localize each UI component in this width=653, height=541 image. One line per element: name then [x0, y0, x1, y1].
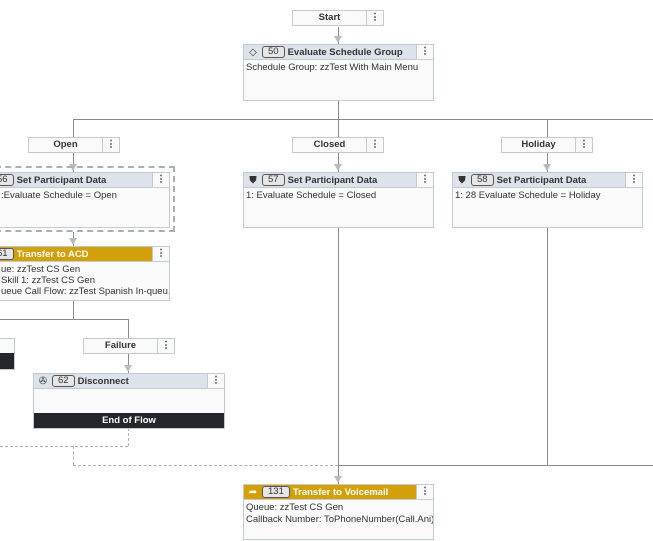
path-label: Open [53, 139, 78, 150]
partial-node[interactable] [0, 338, 15, 370]
transfer-icon: ➦ [248, 486, 258, 498]
more-options-icon[interactable]: ⋮ [157, 339, 174, 353]
arrow-icon [69, 238, 77, 245]
database-icon: ⛊ [458, 174, 466, 186]
transfer-to-acd-node[interactable]: 61Transfer to ACD ⋮ ue: zzTest CS Gen Ski… [0, 246, 170, 301]
more-options-icon[interactable]: ⋮ [625, 173, 642, 187]
start-node[interactable]: Start ⋮ [292, 10, 384, 26]
node-number: 61 [0, 248, 14, 260]
more-options-icon[interactable]: ⋮ [575, 138, 592, 152]
connector [73, 446, 74, 465]
set-participant-data-node-56[interactable]: 56Set Participant Data ⋮ :Evaluate Schedu… [0, 172, 170, 228]
node-number: 131 [262, 486, 290, 498]
node-detail: ue: zzTest CS Gen [1, 264, 81, 275]
node-number: 56 [0, 174, 14, 186]
node-title: Disconnect [77, 375, 129, 387]
more-options-icon[interactable]: ⋮ [416, 173, 433, 187]
more-options-icon[interactable]: ⋮ [416, 485, 433, 499]
arrow-icon [334, 36, 342, 43]
diamond-icon: ◇ [249, 46, 257, 58]
node-detail: ueue Call Flow: zzTest Spanish In-queu..… [1, 286, 169, 297]
node-title: Transfer to Voicemail [292, 486, 389, 498]
more-options-icon[interactable]: ⋮ [152, 173, 169, 187]
arrow-icon [334, 476, 342, 483]
more-options-icon[interactable]: ⋮ [366, 11, 383, 25]
node-detail: 1: 28 Evaluate Schedule = Holiday [455, 190, 601, 201]
path-label: Failure [104, 340, 137, 351]
end-of-flow-bar: End of Flow [34, 413, 224, 428]
more-options-icon[interactable]: ⋮ [416, 45, 433, 59]
node-number: 58 [471, 174, 494, 186]
end-of-flow-bar [0, 353, 14, 369]
node-number: 50 [262, 46, 285, 58]
start-label: Start [318, 12, 341, 23]
connector [338, 100, 339, 484]
selection-outline [0, 166, 175, 232]
node-title: Set Participant Data [16, 174, 107, 186]
path-label: Closed [313, 139, 346, 150]
node-title: Transfer to ACD [16, 248, 89, 260]
database-icon: ⛊ [249, 174, 257, 186]
node-detail: Callback Number: ToPhoneNumber(Call.Ani) [246, 514, 433, 525]
connector [73, 465, 338, 466]
node-detail: Schedule Group: zzTest With Main Menu [246, 62, 419, 73]
arrow-icon [124, 365, 132, 372]
node-title: Evaluate Schedule Group [287, 46, 403, 58]
node-title: Set Participant Data [496, 174, 587, 186]
node-number: 62 [52, 375, 75, 387]
connector [547, 119, 548, 466]
connector [0, 446, 128, 447]
more-options-icon[interactable]: ⋮ [366, 138, 383, 152]
more-options-icon[interactable]: ⋮ [152, 247, 169, 261]
path-failure[interactable]: Failure ⋮ [83, 338, 175, 354]
arrow-icon [334, 164, 342, 171]
connector [73, 300, 74, 319]
connector [73, 119, 653, 120]
node-detail: Queue: zzTest CS Gen [246, 502, 344, 513]
connector [338, 465, 653, 466]
more-options-icon[interactable]: ⋮ [207, 374, 224, 388]
node-detail: Skill 1: zzTest CS Gen [1, 275, 95, 286]
path-open[interactable]: Open ⋮ [28, 137, 120, 153]
connector [128, 428, 129, 446]
more-options-icon[interactable]: ⋮ [102, 138, 119, 152]
node-detail: :Evaluate Schedule = Open [1, 190, 117, 201]
path-label: Holiday [521, 139, 556, 150]
path-holiday[interactable]: Holiday ⋮ [501, 137, 593, 153]
connector [338, 27, 339, 44]
path-closed[interactable]: Closed ⋮ [292, 137, 384, 153]
arrow-icon [543, 164, 551, 171]
node-title: Set Participant Data [287, 174, 378, 186]
node-number: 57 [262, 174, 285, 186]
disconnect-icon: ✇ [38, 375, 48, 387]
connector [0, 319, 129, 320]
node-detail: 1: Evaluate Schedule = Closed [246, 190, 377, 201]
